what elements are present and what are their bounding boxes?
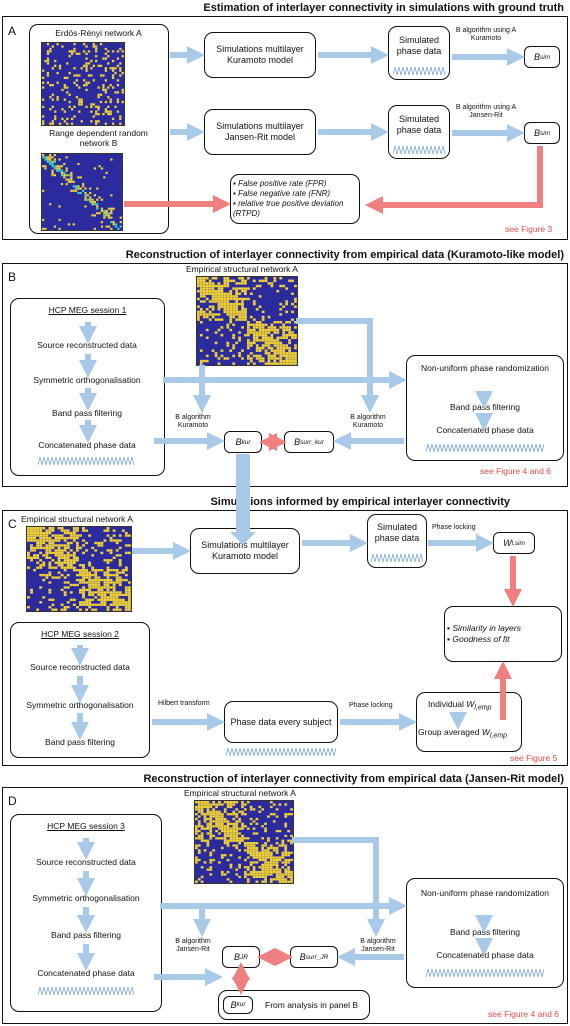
step-symmetric-d: Symmetric orthogonalisation (32, 893, 140, 903)
b-algorithm-right-b: B algorithm Kuramoto (350, 414, 386, 430)
panel-d-letter: D (8, 794, 17, 808)
empirical-network-label-b: Empirical structural network A (186, 264, 298, 274)
panel-b (2, 263, 568, 487)
b-algorithm-left-b: B algorithm Kuramoto (175, 414, 211, 430)
right-step-randomization-d: Non-uniform phase randomization (420, 888, 550, 898)
metric-rtpd: relative true positive deviation (RTPD) (233, 199, 357, 219)
phase-locking-label-1: Phase locking (432, 524, 476, 531)
from-panel-b-label: From analysis in panel B (265, 999, 359, 1010)
right-step-randomization-b: Non-uniform phase randomization (420, 363, 550, 373)
matrix-texture (42, 154, 122, 230)
step-bandpass-c: Band pass filtering (45, 737, 115, 747)
step-concat-b: Concatenated phase data (38, 440, 136, 450)
phase-locking-label-2: Phase locking (349, 702, 393, 709)
blue-arrows (71, 46, 525, 986)
range-dependent-matrix (41, 153, 123, 231)
sim-jansen-box: Simulations multilayer Jansen-Rit model (204, 109, 316, 155)
network-a-label: Erdös-Rényi network A (55, 28, 142, 38)
section-a-title: Estimation of interlayer connectivity in… (203, 2, 564, 14)
b-to-c-arrow (230, 454, 256, 545)
hcp-session-2-title: HCP MEG session 2 (41, 629, 119, 639)
empirical-matrix-d (194, 800, 294, 884)
see-figure-4-6-b: see Figure 4 and 6 (480, 466, 551, 476)
panel-c (2, 510, 568, 766)
see-figure-3: see Figure 3 (505, 224, 553, 234)
outcomes-list: Similarity in layers Goodness of fit (447, 623, 521, 644)
phase-wave-icon (393, 66, 445, 76)
phase-wave-icon (426, 968, 544, 978)
matrix-texture (27, 527, 131, 611)
matrix-texture (42, 43, 124, 125)
b-algorithm-kuramoto-label: B algorithm using A Kuramoto (455, 27, 517, 43)
outcomes-box: Similarity in layers Goodness of fit (444, 606, 562, 662)
phase-data-every-box: Phase data every subject (224, 701, 338, 743)
panel-a (2, 16, 568, 240)
step-source-d: Source reconstructed data (36, 857, 136, 867)
phase-wave-icon (226, 747, 336, 757)
group-w-emp: Group averaged Wl,emp (418, 727, 507, 740)
hcp-session-3-title: HCP MEG session 3 (47, 821, 125, 831)
step-symmetric-c: Symmetric orthogonalisation (26, 700, 134, 710)
b-algorithm-right-d: B algorithm Jansen-Rit (360, 938, 396, 954)
red-arrows (124, 146, 543, 995)
see-figure-4-6-d: see Figure 4 and 6 (488, 1009, 559, 1019)
erdos-renyi-matrix (41, 42, 125, 126)
metric-fnr: False negative rate (FNR) (233, 189, 357, 199)
phase-wave-icon (426, 443, 544, 453)
hilbert-label: Hilbert transform (158, 700, 210, 707)
network-b-label: Range dependent random network B (49, 128, 148, 148)
outcome-goodness-of-fit: Goodness of fit (447, 634, 521, 645)
panel-c-letter: C (8, 517, 17, 531)
step-source-b: Source reconstructed data (37, 340, 137, 350)
panel-b-letter: B (8, 270, 17, 284)
panel-d (2, 787, 568, 1024)
step-source-c: Source reconstructed data (30, 662, 130, 672)
metrics-box: False positive rate (FPR) False negative… (230, 174, 360, 224)
phase-wave-icon (38, 456, 134, 466)
b-algorithm-left-d: B algorithm Jansen-Rit (175, 938, 211, 954)
step-bandpass-b: Band pass filtering (52, 408, 122, 418)
matrix-texture (197, 277, 297, 365)
step-bandpass-d: Band pass filtering (51, 930, 121, 940)
empirical-matrix-c (26, 526, 132, 612)
see-figure-5: see Figure 5 (510, 753, 558, 763)
section-d-title: Reconstruction of interlayer connectivit… (143, 773, 564, 785)
metrics-list: False positive rate (FPR) False negative… (233, 179, 357, 219)
matrix-texture (195, 801, 293, 883)
phase-wave-icon (393, 145, 445, 155)
section-b-title: Reconstruction of interlayer connectivit… (125, 249, 564, 261)
phase-wave-icon (371, 553, 423, 563)
phase-wave-icon (38, 986, 134, 996)
empirical-network-label-c: Empirical structural network A (21, 514, 133, 524)
individual-w-emp: Individual Wl,emp (428, 699, 492, 712)
panel-a-letter: A (8, 24, 17, 38)
empirical-network-label-d: Empirical structural network A (184, 788, 296, 798)
b-algorithm-jansen-label: B algorithm using A Jansen-Rit (455, 104, 517, 120)
step-concat-d: Concatenated phase data (37, 968, 135, 978)
step-symmetric-b: Symmetric orthogonalisation (33, 375, 141, 385)
outcome-similarity: Similarity in layers (447, 623, 521, 634)
metric-fpr: False positive rate (FPR) (233, 179, 357, 189)
hcp-session-1-title: HCP MEG session 1 (48, 305, 127, 315)
section-c-title: Simulations informed by empirical interl… (210, 496, 510, 508)
